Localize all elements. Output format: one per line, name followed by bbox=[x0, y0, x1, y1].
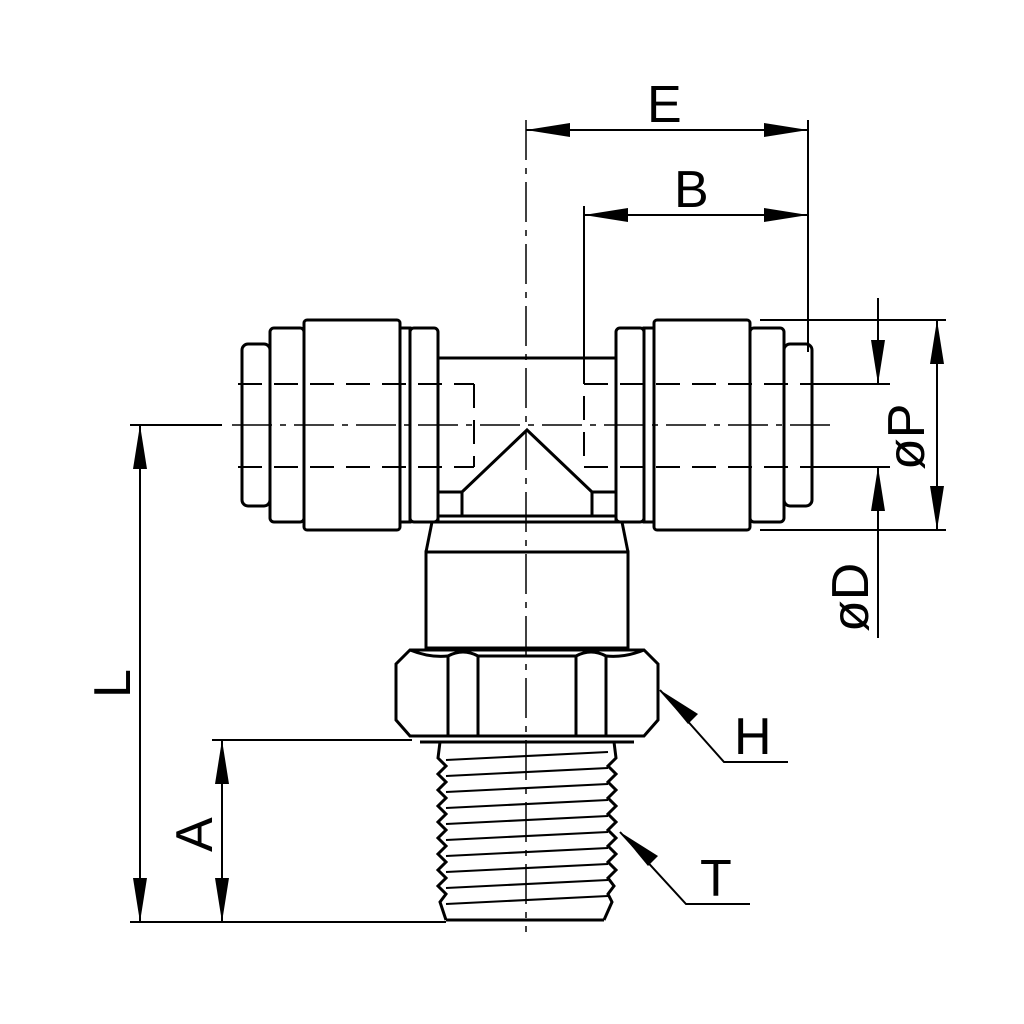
label-d: øD bbox=[822, 563, 880, 632]
threaded-shank bbox=[420, 740, 634, 922]
label-a: A bbox=[166, 817, 224, 852]
dimension-e: E bbox=[526, 76, 809, 352]
label-e: E bbox=[647, 76, 682, 134]
label-b: B bbox=[674, 161, 709, 219]
dimension-b: B bbox=[583, 161, 808, 382]
label-p: øP bbox=[878, 404, 936, 470]
stem bbox=[424, 550, 630, 650]
hex-nut bbox=[394, 648, 660, 738]
dimension-d: øD bbox=[812, 298, 890, 638]
tee-body bbox=[424, 356, 630, 553]
label-l: L bbox=[84, 669, 142, 698]
leader-h: H bbox=[659, 689, 788, 766]
label-h: H bbox=[734, 708, 772, 766]
dimension-a: A bbox=[166, 739, 412, 922]
hidden-bore-lines bbox=[238, 360, 820, 468]
label-t: T bbox=[700, 850, 732, 908]
leader-t: T bbox=[619, 831, 750, 908]
dimension-l: L bbox=[84, 424, 446, 923]
dimension-p: øP bbox=[760, 319, 946, 531]
center-lines bbox=[232, 120, 830, 932]
